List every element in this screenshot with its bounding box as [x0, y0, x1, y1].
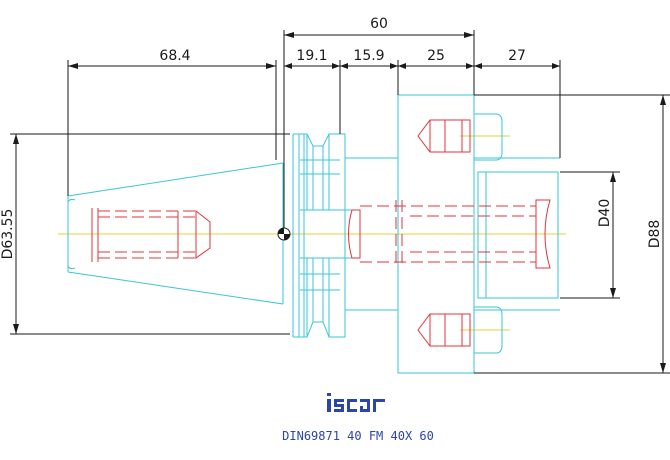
dim-flange-diameter: D88	[647, 220, 663, 249]
dim-seg-1: 19.1	[296, 48, 327, 64]
iscar-logo	[327, 393, 385, 412]
part-outline	[67, 94, 560, 374]
dim-pilot-diameter: D40	[597, 199, 613, 228]
hidden-detail	[91, 119, 551, 347]
dim-seg-3: 25	[427, 48, 445, 64]
dimension-lines	[10, 30, 670, 374]
dim-taper-diameter: D63.55	[0, 209, 16, 260]
tool-designation: DIN69871 40 FM 40X 60	[282, 429, 434, 443]
dim-taper-length: 68.4	[159, 48, 190, 64]
dim-overall-length: 60	[370, 16, 388, 32]
gauge-point-symbol	[277, 227, 291, 241]
centerlines	[58, 135, 566, 331]
dim-seg-4: 27	[508, 48, 526, 64]
dim-seg-2: 15.9	[353, 48, 384, 64]
